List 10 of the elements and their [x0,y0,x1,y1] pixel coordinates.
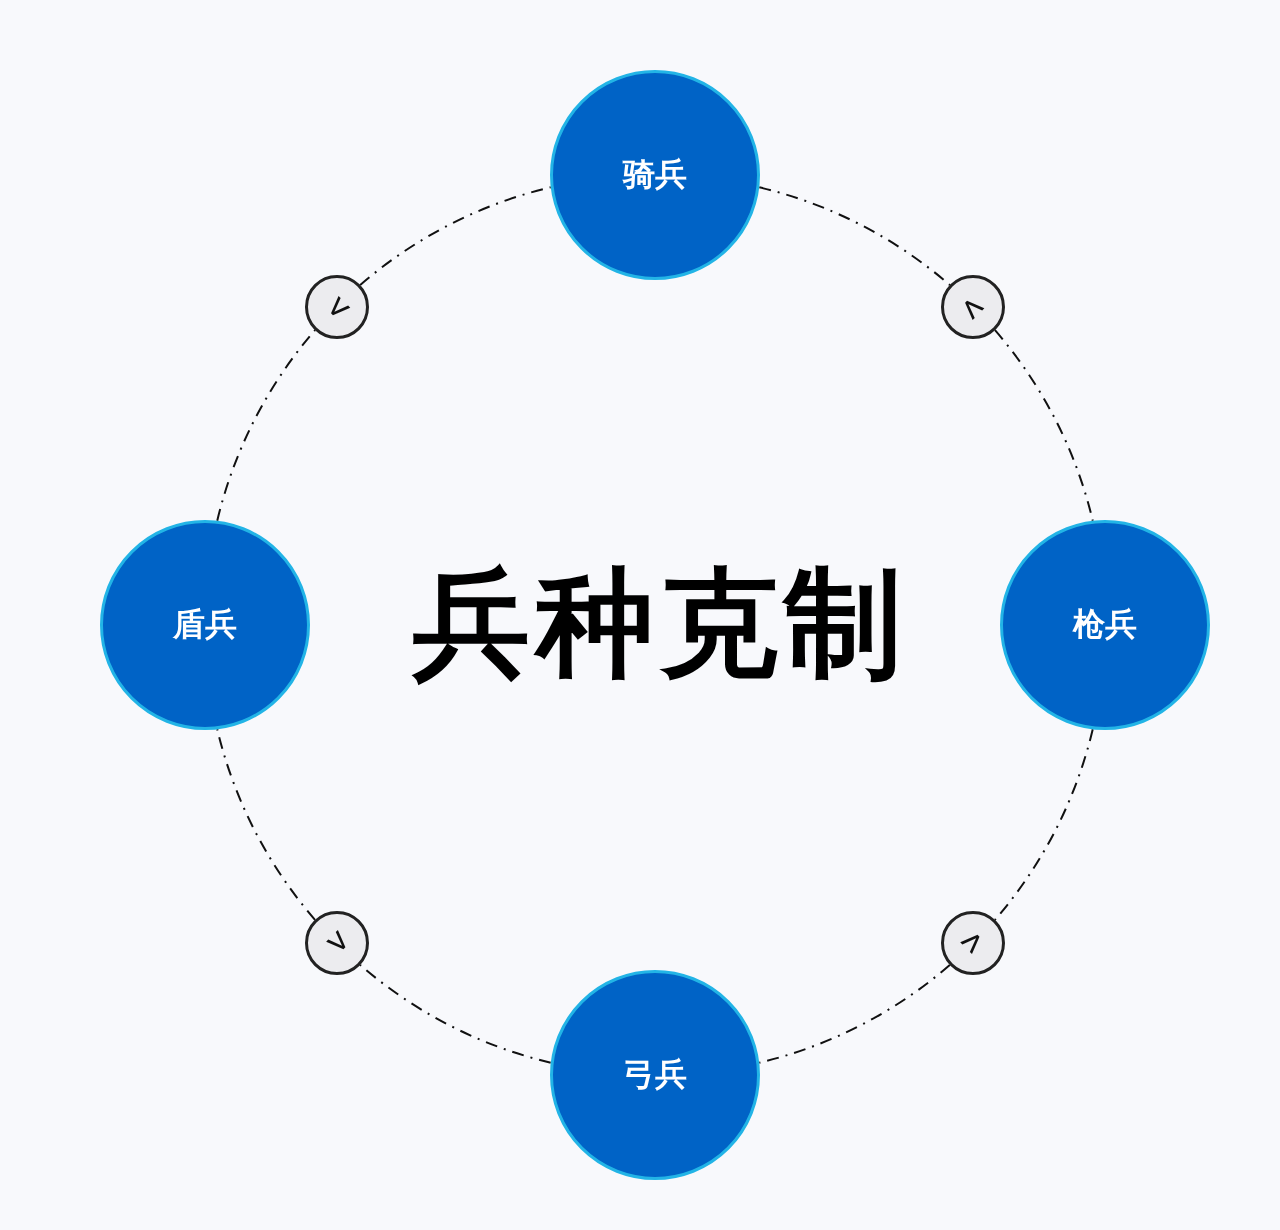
unit-circle: 弓兵 [550,970,760,1180]
comparison-circle: < [941,274,1006,339]
unit-circle: 骑兵 [550,70,760,280]
connector-line [359,186,552,286]
comparison-circle: < [941,911,1006,976]
comparison-circle: < [304,274,369,339]
unit-circle: 枪兵 [1000,520,1210,730]
comparison-circle: < [304,911,369,976]
unit-circle: 盾兵 [100,520,310,730]
diagram-title: 兵种克制 [411,552,909,694]
